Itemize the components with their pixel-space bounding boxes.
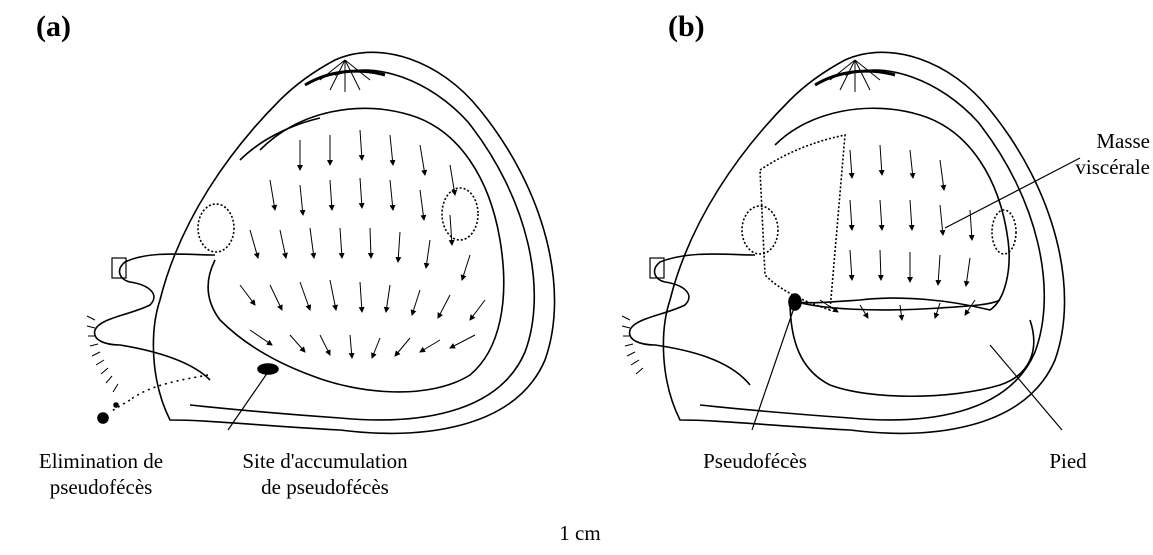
label-elimination-line2: pseudofécès [6, 474, 196, 500]
panel-a-drawing [87, 52, 555, 433]
label-elimination: Elimination de pseudofécès [6, 448, 196, 500]
label-masse-viscerale: Masse viscérale [1050, 128, 1150, 180]
shell-outline-a [153, 52, 554, 433]
label-pied: Pied [1028, 448, 1108, 474]
scale-label: 1 cm [540, 520, 620, 546]
foot-b [790, 300, 1034, 396]
label-accumulation: Site d'accumulation de pseudofécès [205, 448, 445, 500]
mantle-a [208, 108, 504, 392]
label-pseudofeces: Pseudofécès [680, 448, 830, 474]
label-masse-line1: Masse [1050, 128, 1150, 154]
label-accumulation-line2: de pseudofécès [205, 474, 445, 500]
shell-outline-b [663, 52, 1064, 433]
label-masse-line2: viscérale [1050, 154, 1150, 180]
flow-arrows-a [240, 130, 485, 358]
shell-inner-a [190, 70, 534, 420]
shell-inner-b [700, 70, 1044, 420]
siphon-b [630, 254, 755, 385]
visceral-mass-b [775, 108, 1009, 310]
flow-arrows-b [820, 145, 975, 320]
label-elimination-line1: Elimination de [6, 448, 196, 474]
label-accumulation-line1: Site d'accumulation [205, 448, 445, 474]
panel-b-drawing [622, 52, 1080, 433]
